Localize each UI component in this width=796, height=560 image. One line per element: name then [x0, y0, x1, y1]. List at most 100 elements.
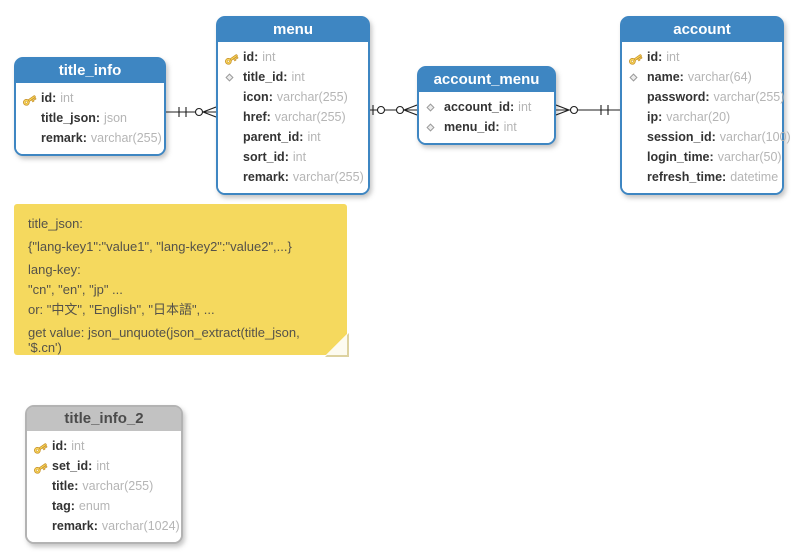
column-type: varchar(255)	[82, 479, 154, 493]
column-name: tag	[52, 499, 71, 513]
table-row[interactable]: tag: enum	[33, 496, 175, 516]
note-line: title_json:	[28, 216, 83, 231]
table-row[interactable]: id: int	[33, 436, 175, 456]
zero-or-many-marker	[395, 104, 417, 116]
colon: :	[284, 150, 289, 164]
table-row[interactable]: remark: varchar(255)	[22, 128, 162, 148]
table-row[interactable]: set_id: int	[33, 456, 175, 476]
column-type: varchar(255)	[276, 90, 348, 104]
column-name: login_time	[647, 150, 710, 164]
column-name: icon	[243, 90, 269, 104]
colon: :	[268, 90, 273, 104]
column-name: href	[243, 110, 267, 124]
diamond-icon	[425, 102, 444, 113]
column-type: varchar(100)	[719, 130, 791, 144]
column-name: remark	[52, 519, 94, 533]
table-row[interactable]: password: varchar(255)	[628, 87, 784, 107]
table-menu[interactable]: menu id: int title_id: int icon: varchar…	[216, 16, 370, 195]
column-type: int	[518, 100, 532, 114]
table-row[interactable]: href: varchar(255)	[224, 107, 362, 127]
table-menu-header[interactable]: menu	[218, 18, 368, 42]
table-account_menu-header[interactable]: account_menu	[419, 68, 554, 92]
table-row[interactable]: id: int	[22, 88, 158, 108]
table-row[interactable]: id: int	[628, 47, 776, 67]
colon: :	[63, 439, 68, 453]
table-row[interactable]: icon: varchar(255)	[224, 87, 362, 107]
table-row[interactable]: ip: varchar(20)	[628, 107, 776, 127]
column-name: menu_id	[444, 120, 496, 134]
colon: :	[711, 130, 716, 144]
table-account_menu-body: account_id: int menu_id: int	[419, 92, 554, 143]
colon: :	[93, 519, 98, 533]
column-type: int	[96, 459, 110, 473]
column-type: varchar(1024)	[101, 519, 180, 533]
table-account-body: id: int name: varchar(64) password: varc…	[622, 42, 791, 193]
table-title_info_2-header[interactable]: title_info_2	[27, 407, 181, 431]
table-row[interactable]: session_id: varchar(100)	[628, 127, 791, 147]
colon: :	[283, 70, 288, 84]
diamond-icon	[224, 72, 243, 83]
column-type: varchar(255)	[90, 131, 162, 145]
table-account_menu[interactable]: account_menu account_id: int menu_id: in…	[417, 66, 556, 145]
key-icon	[33, 459, 52, 474]
column-type: enum	[78, 499, 111, 513]
table-row[interactable]: parent_id: int	[224, 127, 362, 147]
colon: :	[510, 100, 515, 114]
column-name: sort_id	[243, 150, 285, 164]
key-icon	[22, 91, 41, 106]
table-row[interactable]: title_json: json	[22, 108, 158, 128]
table-row[interactable]: id: int	[224, 47, 362, 67]
column-type: int	[291, 70, 305, 84]
note-line: "cn", "en", "jp" ...	[28, 282, 123, 297]
diamond-icon	[425, 122, 444, 133]
table-row[interactable]: remark: varchar(1024)	[33, 516, 180, 536]
column-type: int	[666, 50, 680, 64]
table-row[interactable]: remark: varchar(255)	[224, 167, 364, 187]
column-type: int	[60, 91, 74, 105]
table-title_info[interactable]: title_info id: int title_json: json rema…	[14, 57, 166, 156]
column-name: refresh_time	[647, 170, 723, 184]
colon: :	[254, 50, 259, 64]
column-type: int	[71, 439, 85, 453]
column-type: varchar(64)	[687, 70, 752, 84]
column-type: varchar(255)	[274, 110, 346, 124]
table-row[interactable]: title: varchar(255)	[33, 476, 175, 496]
table-account[interactable]: account id: int name: varchar(64) passwo…	[620, 16, 791, 195]
table-row[interactable]: account_id: int	[425, 97, 548, 117]
column-name: password	[647, 90, 706, 104]
connector-menu-account_menu[interactable]	[370, 102, 417, 118]
connector-title_info-menu[interactable]	[166, 104, 216, 120]
key-icon	[224, 50, 243, 65]
column-type: datetime	[730, 170, 779, 184]
column-type: int	[503, 120, 517, 134]
colon: :	[74, 479, 79, 493]
column-name: set_id	[52, 459, 89, 473]
column-type: varchar(255)	[292, 170, 364, 184]
column-name: remark	[243, 170, 285, 184]
note-line: or: "中文", "English", "日本語", ...	[28, 302, 215, 317]
note-line: {"lang-key1":"value1", "lang-key2":"valu…	[28, 239, 292, 254]
column-type: int	[307, 130, 321, 144]
sticky-note[interactable]: title_json: {"lang-key1":"value1", "lang…	[14, 204, 347, 355]
column-name: id	[52, 439, 64, 453]
table-row[interactable]: menu_id: int	[425, 117, 548, 137]
colon: :	[70, 499, 75, 513]
colon: :	[95, 111, 101, 125]
colon: :	[709, 150, 714, 164]
table-account-header[interactable]: account	[622, 18, 782, 42]
column-name: id	[647, 50, 659, 64]
connector-account_menu-account[interactable]	[556, 102, 620, 118]
colon: :	[266, 110, 271, 124]
table-row[interactable]: login_time: varchar(50)	[628, 147, 782, 167]
one-and-only-one-marker	[178, 107, 187, 117]
diamond-icon	[628, 72, 647, 83]
column-name: title_id	[243, 70, 284, 84]
column-name: parent_id	[243, 130, 300, 144]
table-title_info_2[interactable]: title_info_2 id: int set_id: int title: …	[25, 405, 183, 544]
table-row[interactable]: sort_id: int	[224, 147, 362, 167]
table-row[interactable]: title_id: int	[224, 67, 362, 87]
table-title_info-header[interactable]: title_info	[16, 59, 164, 83]
zero-or-many-marker	[556, 104, 579, 116]
table-row[interactable]: name: varchar(64)	[628, 67, 776, 87]
table-row[interactable]: refresh_time: datetime	[628, 167, 779, 187]
